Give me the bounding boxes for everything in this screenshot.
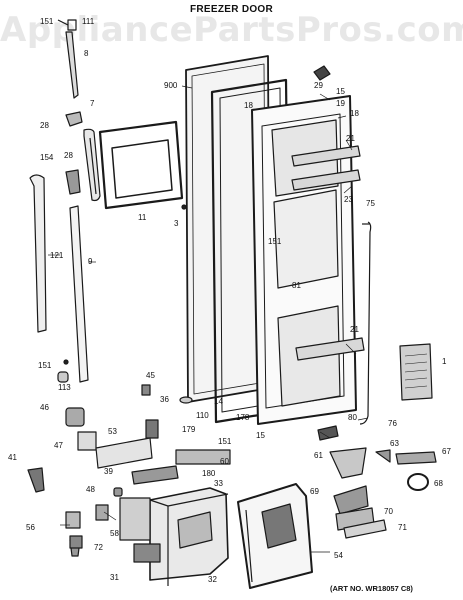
callout-33: 33 xyxy=(214,479,223,488)
callout-110: 110 xyxy=(196,411,209,420)
part-connectors-56 xyxy=(65,511,83,549)
part-right-hardware xyxy=(317,425,437,539)
callout-32: 32 xyxy=(208,575,217,584)
part-tube-75-76 xyxy=(359,221,372,425)
callout-28: 28 xyxy=(40,121,49,130)
callout-39: 39 xyxy=(104,467,113,476)
callout-18: 18 xyxy=(244,101,253,110)
callout-19: 19 xyxy=(336,99,345,108)
callout-28: 28 xyxy=(64,151,73,160)
callout-45: 45 xyxy=(146,371,155,380)
callout-76: 76 xyxy=(388,419,397,428)
callout-29: 29 xyxy=(314,81,323,90)
callout-47: 47 xyxy=(54,441,63,450)
callout-180: 180 xyxy=(202,469,216,478)
callout-15: 15 xyxy=(336,87,345,96)
callout-70: 70 xyxy=(384,507,393,516)
callout-53: 53 xyxy=(108,427,117,436)
callout-56: 56 xyxy=(26,523,35,532)
part-door-liner xyxy=(251,95,357,425)
callout-72: 72 xyxy=(94,543,103,552)
callout-48: 48 xyxy=(86,485,95,494)
callout-151: 151 xyxy=(268,237,282,246)
callout-61: 61 xyxy=(314,451,323,460)
part-screw-3 xyxy=(181,204,187,210)
callout-46: 46 xyxy=(40,403,49,412)
callout-154: 154 xyxy=(40,153,54,162)
art-number: (ART NO. WR18057 C8) xyxy=(330,584,413,593)
callout-67: 67 xyxy=(442,447,451,456)
part-clip-29 xyxy=(313,65,331,81)
callout-14: 14 xyxy=(214,397,223,406)
callout-18: 18 xyxy=(350,109,359,118)
callout-178: 178 xyxy=(236,413,250,422)
part-handle-assembly xyxy=(65,111,101,202)
callout-60: 60 xyxy=(220,457,229,466)
callout-36: 36 xyxy=(160,395,169,404)
part-shelf-bars xyxy=(291,145,365,361)
callout-151: 151 xyxy=(218,437,232,446)
diagram-title: FREEZER DOOR xyxy=(189,4,274,15)
callout-113: 113 xyxy=(58,383,71,392)
part-dispenser-housing xyxy=(119,487,229,586)
callout-69: 69 xyxy=(310,487,319,496)
callout-54: 54 xyxy=(334,551,343,560)
part-top-hinge-strip xyxy=(57,19,79,99)
part-dispenser-cover-54 xyxy=(237,483,313,589)
callout-41: 41 xyxy=(8,453,17,462)
callout-81: 81 xyxy=(292,281,301,290)
callout-9: 9 xyxy=(88,257,93,266)
callout-3: 3 xyxy=(174,219,179,228)
callout-151: 151 xyxy=(40,17,54,26)
callout-80: 80 xyxy=(348,413,357,422)
callout-11: 11 xyxy=(138,213,147,222)
callout-900: 900 xyxy=(164,81,178,90)
callout-63: 63 xyxy=(390,439,399,448)
callout-121: 121 xyxy=(50,251,64,260)
callout-179: 179 xyxy=(182,425,196,434)
part-door-dike xyxy=(98,120,184,210)
callout-15: 15 xyxy=(256,431,265,440)
callout-7: 7 xyxy=(90,99,95,108)
callout-68: 68 xyxy=(434,479,443,488)
callout-23: 23 xyxy=(344,195,353,204)
callout-58: 58 xyxy=(110,529,119,538)
callout-111: 111 xyxy=(82,17,95,26)
leader-lines xyxy=(48,85,369,553)
callout-151: 151 xyxy=(38,361,52,370)
part-side-trims xyxy=(29,169,89,383)
callout-71: 71 xyxy=(398,523,407,532)
callout-21: 21 xyxy=(346,134,355,143)
callout-75: 75 xyxy=(366,199,375,208)
part-card-1 xyxy=(399,343,433,401)
callout-21: 21 xyxy=(350,325,359,334)
callout-8: 8 xyxy=(84,49,89,58)
callout-31: 31 xyxy=(110,573,119,582)
callout-1: 1 xyxy=(442,357,447,366)
